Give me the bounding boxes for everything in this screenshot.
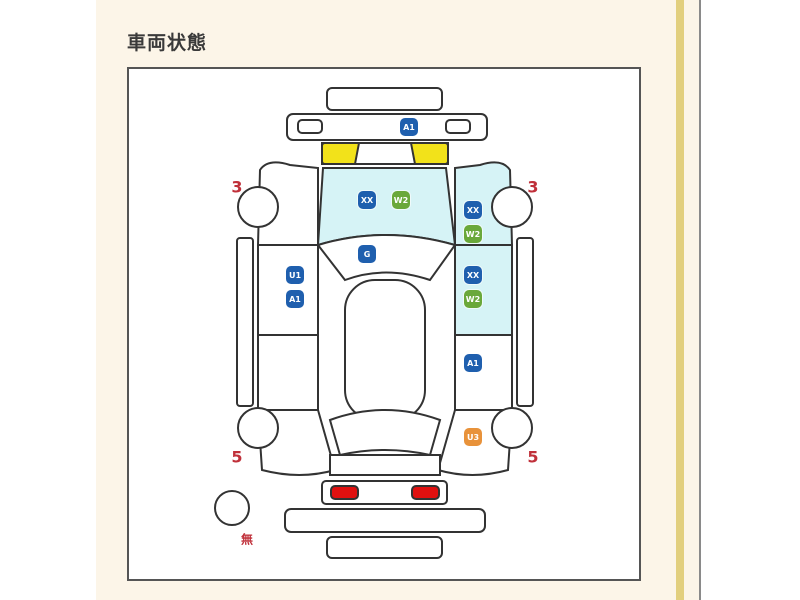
tire-mark-front-left: 3 [231, 177, 243, 197]
rear-right-tire [491, 407, 533, 449]
damage-badge: XX [464, 201, 482, 219]
tire-mark-rear-right: 5 [527, 447, 539, 467]
front-left-tire [237, 186, 279, 228]
tire-mark-rear-left: 5 [231, 447, 243, 467]
damage-badge: U3 [464, 428, 482, 446]
right-front-door [454, 244, 513, 336]
panel-border-accent [676, 0, 684, 600]
damage-badge: XX [358, 191, 376, 209]
section-title: 車両状態 [127, 32, 208, 54]
damage-badge: A1 [464, 354, 482, 372]
roof [344, 279, 426, 421]
rear-bumper [284, 508, 486, 533]
headlight-right [409, 142, 449, 165]
left-front-fender [256, 161, 319, 246]
front-grille [286, 113, 488, 141]
damage-badge: W2 [392, 191, 410, 209]
fog-lamp-left [297, 119, 323, 134]
panel-edge [699, 0, 701, 600]
damage-badge: XX [464, 266, 482, 284]
rear-left-tire [237, 407, 279, 449]
tire-mark-front-right: 3 [527, 177, 539, 197]
damage-badge: G [358, 245, 376, 263]
right-side-sill [516, 237, 534, 407]
tire-mark-spare: 無 [240, 532, 254, 547]
spare-tire [214, 490, 250, 526]
left-side-sill [236, 237, 254, 407]
damage-badge: W2 [464, 225, 482, 243]
damage-badge: A1 [400, 118, 418, 136]
taillight-left [330, 485, 359, 500]
fog-lamp-right [445, 119, 471, 134]
headlight-left [321, 142, 361, 165]
hood [316, 234, 457, 282]
left-rear-door [257, 334, 319, 411]
windshield [316, 167, 457, 247]
damage-badge: A1 [286, 290, 304, 308]
damage-badge: W2 [464, 290, 482, 308]
rear-window [328, 409, 442, 457]
trunk [329, 454, 441, 476]
damage-badge: U1 [286, 266, 304, 284]
headlight-frame [321, 142, 449, 165]
rear-bumper-lower [326, 536, 443, 559]
front-bumper-upper [326, 87, 443, 111]
front-right-tire [491, 186, 533, 228]
right-rear-door [454, 334, 513, 411]
taillight-right [411, 485, 440, 500]
right-front-fender [454, 161, 514, 246]
